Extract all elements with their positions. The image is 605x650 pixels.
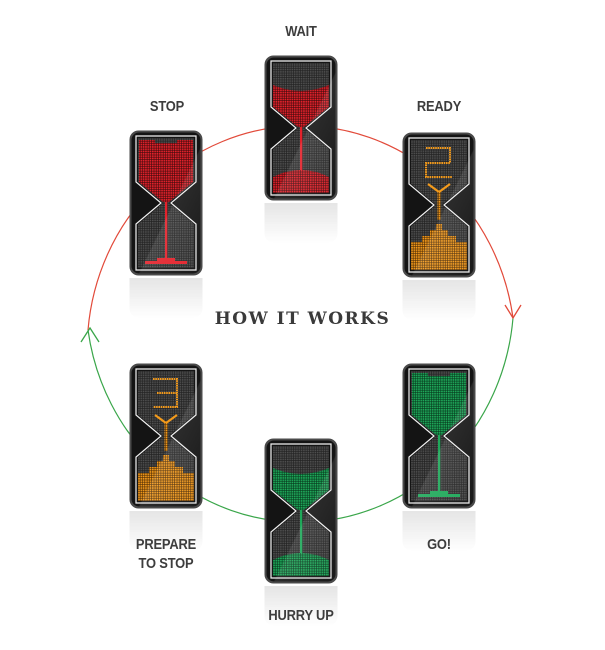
arrow-up-icon <box>80 326 100 343</box>
hourglass-red-full-icon <box>129 130 203 276</box>
device-reflection <box>264 586 338 626</box>
hourglass-green-full-icon <box>402 363 476 509</box>
state-label-hurry-up: HURRY UP <box>268 607 334 624</box>
hourglass-device-hurry-up <box>264 438 338 626</box>
state-label-go: GO! <box>427 536 451 553</box>
device-reflection <box>264 203 338 243</box>
hourglass-device-prepare-to-stop <box>129 363 203 551</box>
device-reflection <box>402 511 476 551</box>
hourglass-amber-countdown-icon <box>402 132 476 278</box>
state-label-ready: READY <box>416 98 462 115</box>
state-label-prepare-to-stop: PREPARE TO STOP <box>106 535 226 573</box>
diagram-title: HOW IT WORKS <box>214 309 391 329</box>
state-label-line-2: TO STOP <box>138 555 194 572</box>
device-reflection <box>402 280 476 320</box>
hourglass-device-go <box>402 363 476 551</box>
state-label-line-1: PREPARE <box>135 536 197 553</box>
device-reflection <box>129 278 203 318</box>
hourglass-red-half-icon <box>264 55 338 201</box>
hourglass-device-ready <box>402 132 476 320</box>
hourglass-device-wait <box>264 55 338 243</box>
state-label-stop: STOP <box>149 98 185 115</box>
hourglass-amber-countdown-icon <box>129 363 203 509</box>
hourglass-device-stop <box>129 130 203 318</box>
state-label-wait: WAIT <box>285 23 317 40</box>
hourglass-green-half-icon <box>264 438 338 584</box>
arrow-down-icon <box>504 304 522 320</box>
device-reflection <box>129 511 203 551</box>
